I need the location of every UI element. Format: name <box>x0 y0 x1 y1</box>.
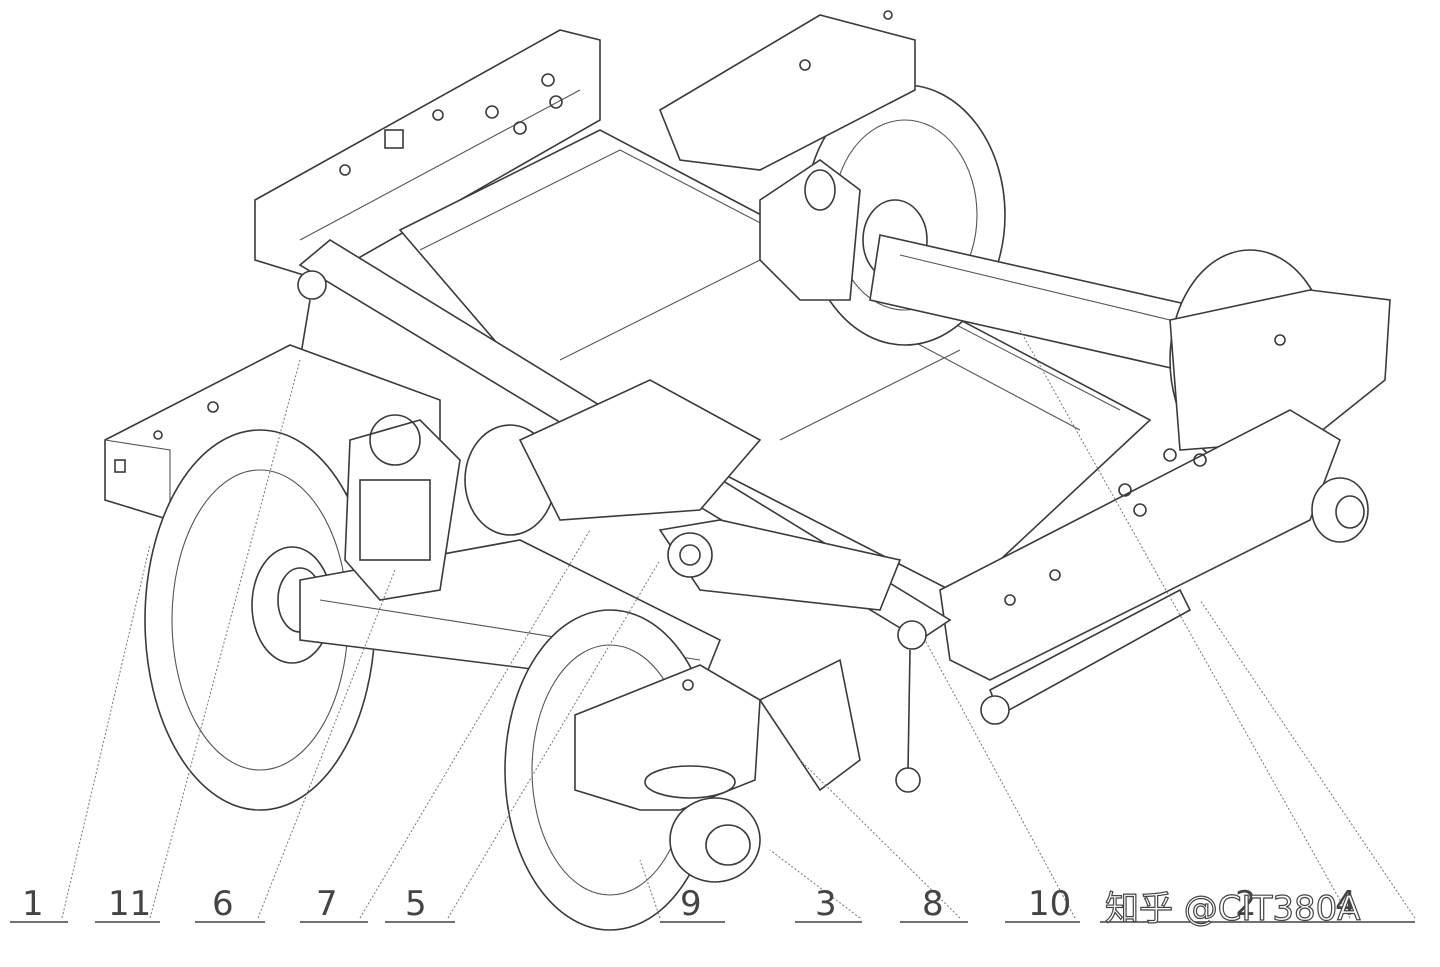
callout-4: 4 <box>1335 884 1357 924</box>
frame-rear-beam <box>254 29 601 281</box>
callouts: 1 11 6 7 5 9 3 8 10 2 4 <box>10 884 1415 924</box>
callout-6: 6 <box>212 884 234 924</box>
front-left-brake <box>344 414 461 601</box>
lateral-damper <box>758 588 1192 792</box>
callout-1: 1 <box>22 884 44 924</box>
rear-right-axlebox <box>659 10 916 171</box>
gearbox <box>464 379 762 536</box>
callout-11: 11 <box>108 884 151 924</box>
callout-3: 3 <box>815 884 837 924</box>
watermark-text: 知乎 @CIT380A <box>1105 889 1361 929</box>
callout-10: 10 <box>1028 884 1071 924</box>
callout-8: 8 <box>922 884 944 924</box>
front-right-axlebox <box>574 664 761 883</box>
frame-front-beam <box>939 409 1369 681</box>
traction-rod <box>658 519 902 611</box>
callout-2: 2 <box>1235 884 1257 924</box>
callout-9: 9 <box>680 884 702 924</box>
leader-lines <box>61 329 1416 919</box>
rear-brake-unit <box>759 159 861 301</box>
callout-5: 5 <box>405 884 427 924</box>
callout-7: 7 <box>316 884 338 924</box>
